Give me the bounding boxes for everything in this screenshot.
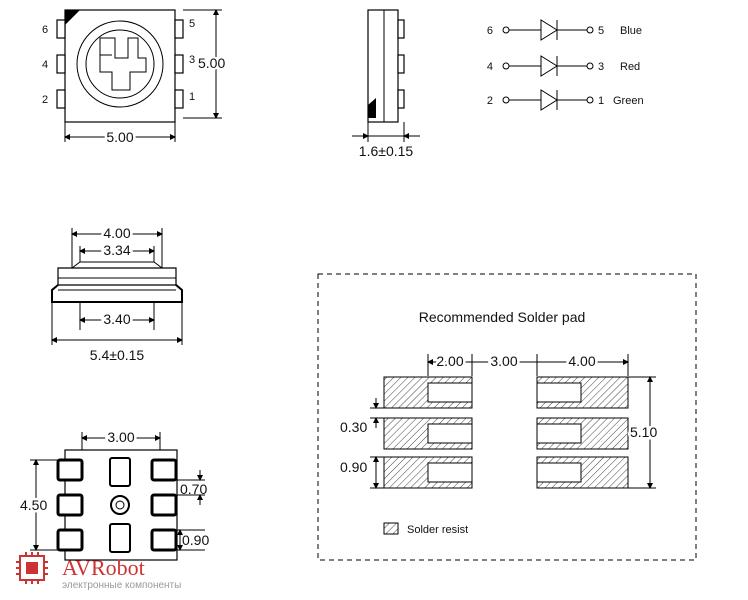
dim-top-inner-label: 3.34 bbox=[103, 242, 130, 258]
side-view: 1.6±0.15 bbox=[352, 9, 420, 159]
pin1-chamfer bbox=[65, 10, 80, 25]
lens-inner bbox=[85, 29, 155, 99]
center-pad bbox=[109, 523, 131, 553]
terminal bbox=[586, 62, 594, 70]
terminal bbox=[502, 62, 510, 70]
terminal bbox=[586, 26, 594, 34]
pin-label-4: 4 bbox=[42, 59, 48, 71]
logo-name: AVRobot bbox=[62, 555, 145, 580]
copper-pad bbox=[536, 462, 582, 483]
pad-right-mid bbox=[174, 54, 184, 74]
copper-pad bbox=[536, 382, 582, 403]
dim-width-label: 5.00 bbox=[106, 129, 133, 145]
pin-label-2: 2 bbox=[42, 94, 48, 106]
copper-pad bbox=[427, 462, 473, 483]
pad-left-mid bbox=[56, 54, 66, 74]
dim-pad-height-label: 0.90 bbox=[182, 532, 209, 548]
dim-top-outer-label: 4.00 bbox=[103, 225, 130, 241]
legend-swatch bbox=[383, 522, 399, 535]
pin-label-1: 1 bbox=[189, 91, 195, 103]
anode-pin: 2 bbox=[487, 95, 493, 107]
bottom-pad bbox=[150, 528, 178, 552]
bottom-view: 3.00 4.50 0.70 0.90 bbox=[18, 427, 209, 561]
schematic: 6 5 Blue 4 3 Red 2 1 Green bbox=[487, 19, 644, 111]
front-leads bbox=[51, 284, 183, 303]
copper-pad bbox=[536, 423, 582, 444]
dim-space-label: 0.30 bbox=[340, 419, 367, 435]
schematic-row-red: 4 3 Red bbox=[487, 55, 640, 77]
leadframe bbox=[99, 37, 147, 91]
color-label: Red bbox=[620, 61, 640, 73]
dim-height-label: 4.50 bbox=[20, 497, 47, 513]
dim-pitch-label: 3.00 bbox=[107, 429, 134, 445]
dim-pad-height-label: 0.90 bbox=[340, 459, 367, 475]
schematic-row-green: 2 1 Green bbox=[487, 89, 644, 111]
diode-icon bbox=[540, 89, 558, 111]
center-hole-inner bbox=[115, 500, 125, 510]
schematic-row-blue: 6 5 Blue bbox=[487, 19, 642, 41]
dim-pad-width-label: 2.00 bbox=[436, 353, 463, 369]
side-chamfer bbox=[368, 98, 376, 118]
solder-pad-border bbox=[317, 273, 697, 561]
side-pad bbox=[397, 89, 405, 109]
diode-icon bbox=[540, 55, 558, 77]
package-outline bbox=[64, 9, 176, 123]
pad-left-bottom bbox=[56, 89, 66, 109]
pad-right-top bbox=[174, 19, 184, 39]
left-pads bbox=[383, 376, 473, 489]
cathode-pin: 5 bbox=[598, 25, 604, 37]
legend-label: Solder resist bbox=[407, 524, 468, 536]
dim-overall-label: 5.4±0.15 bbox=[90, 347, 145, 363]
bottom-pad bbox=[56, 528, 84, 552]
terminal bbox=[586, 96, 594, 104]
copper-pad bbox=[427, 423, 473, 444]
lens-outer bbox=[76, 20, 164, 108]
front-view: 4.00 3.34 3.40 5.4±0.15 bbox=[51, 223, 183, 363]
front-lens-top bbox=[71, 261, 163, 269]
color-label: Green bbox=[613, 95, 644, 107]
right-pads bbox=[536, 376, 629, 489]
solder-pad-panel: Recommended Solder pad 2.00 3.00 4.00 bbox=[317, 273, 697, 561]
pin-label-5: 5 bbox=[189, 18, 195, 30]
dim-gap-label: 3.00 bbox=[490, 353, 517, 369]
center-pad bbox=[109, 457, 131, 487]
pin-label-3: 3 bbox=[189, 54, 195, 66]
copper-pad bbox=[427, 382, 473, 403]
side-pad bbox=[397, 19, 405, 39]
anode-pin: 4 bbox=[487, 61, 493, 73]
terminal bbox=[502, 96, 510, 104]
side-pad bbox=[397, 54, 405, 74]
logo: AVRobot электронные компоненты bbox=[16, 552, 181, 591]
bottom-pad bbox=[150, 493, 178, 517]
pin-label-6: 6 bbox=[42, 24, 48, 36]
pad-left-top bbox=[56, 19, 66, 39]
cathode-pin: 1 bbox=[598, 95, 604, 107]
diode-icon bbox=[540, 19, 558, 41]
bottom-pad bbox=[56, 493, 84, 517]
dim-thickness-label: 1.6±0.15 bbox=[359, 143, 414, 159]
dim-height-label: 5.00 bbox=[198, 55, 225, 71]
pad-right-bottom bbox=[174, 89, 184, 109]
dim-height-label: 5.10 bbox=[630, 424, 657, 440]
bottom-pad bbox=[150, 458, 178, 482]
anode-pin: 6 bbox=[487, 25, 493, 37]
solder-pad-title: Recommended Solder pad bbox=[419, 309, 586, 325]
logo-tagline: электронные компоненты bbox=[62, 580, 181, 591]
dim-bottom-inner-label: 3.40 bbox=[103, 311, 130, 327]
top-view: 6 4 2 5 3 1 5.00 5.00 bbox=[42, 9, 227, 148]
front-body bbox=[57, 267, 177, 286]
cathode-pin: 3 bbox=[598, 61, 604, 73]
color-label: Blue bbox=[620, 25, 642, 37]
dim-total-width-label: 4.00 bbox=[568, 353, 595, 369]
terminal bbox=[502, 26, 510, 34]
dim-pad-gap-label: 0.70 bbox=[180, 481, 207, 497]
chip-icon bbox=[16, 552, 48, 584]
bottom-pad bbox=[56, 458, 84, 482]
